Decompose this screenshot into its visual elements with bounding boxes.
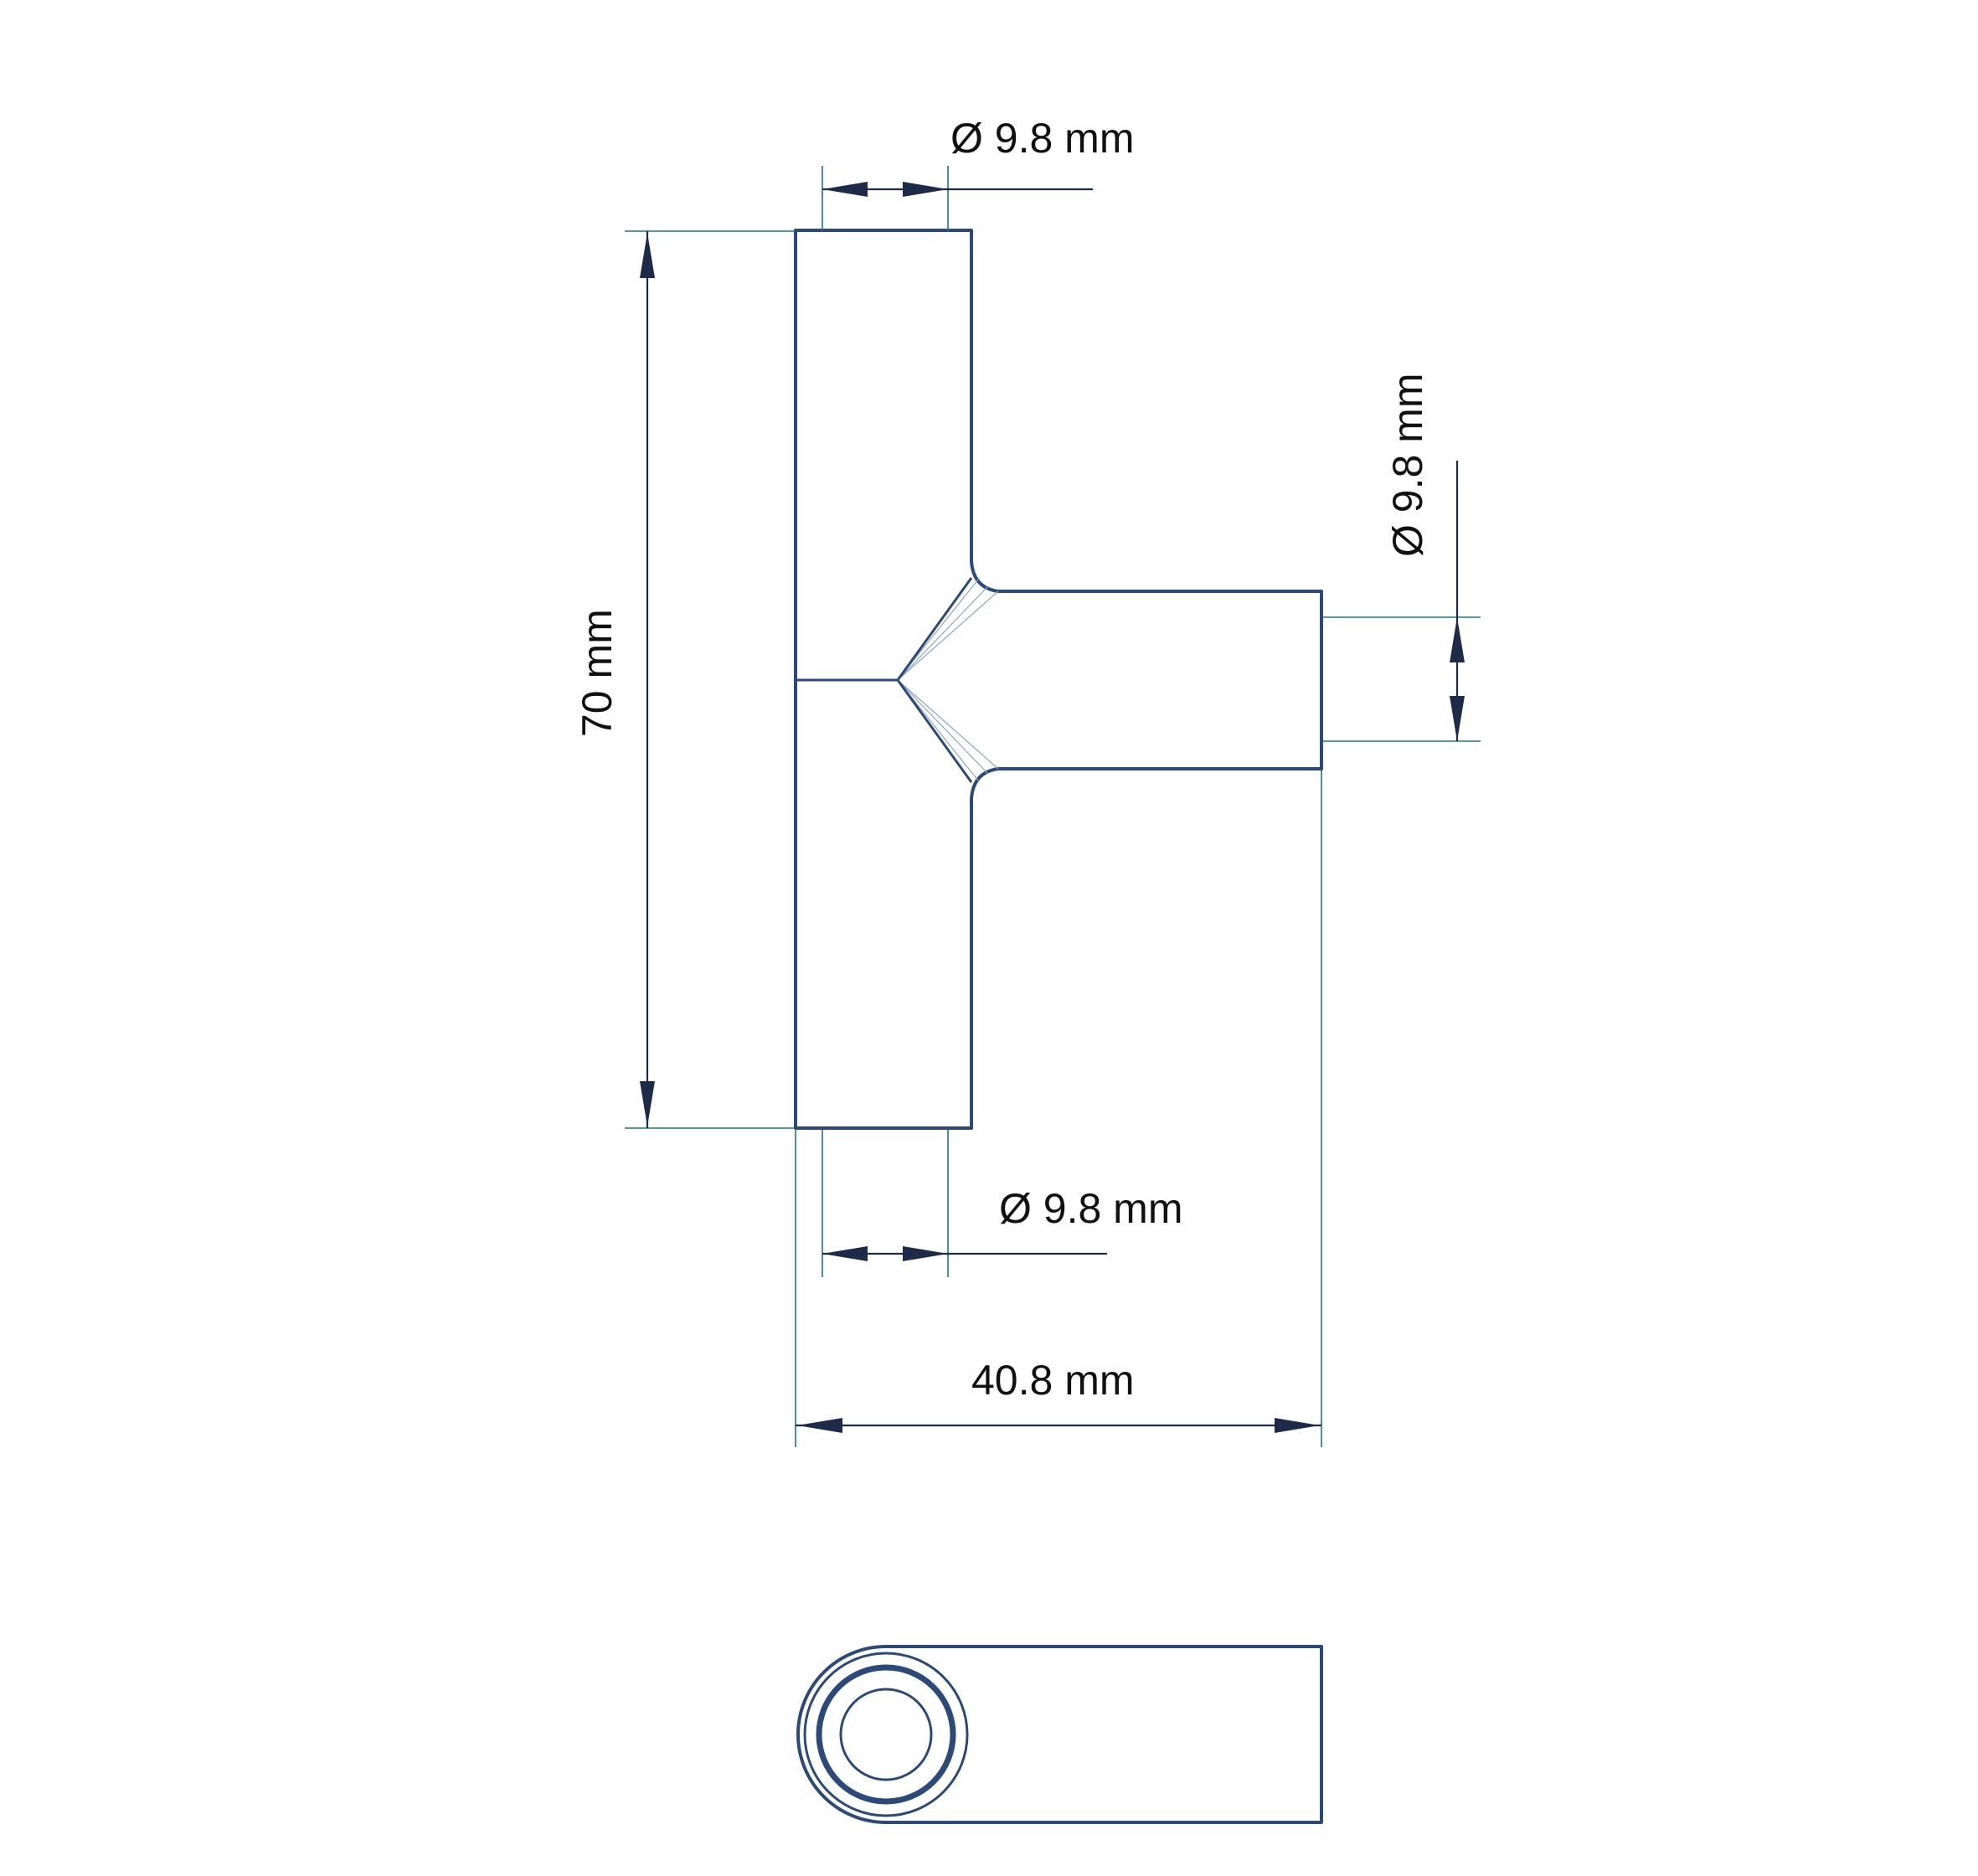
fillet-shading bbox=[896, 577, 999, 783]
bottom-diameter-label: Ø 9.8 mm bbox=[999, 1185, 1182, 1232]
top-diameter-label: Ø 9.8 mm bbox=[950, 115, 1134, 162]
height-label: 70 mm bbox=[574, 609, 621, 737]
bottom-view-outline bbox=[796, 1645, 1323, 1824]
arrow-icon bbox=[1275, 1418, 1320, 1433]
width-label: 40.8 mm bbox=[971, 1357, 1135, 1404]
arrow-icon bbox=[797, 1418, 842, 1433]
arrow-icon bbox=[640, 1081, 655, 1126]
middle-ring bbox=[816, 1664, 956, 1805]
arrow-icon bbox=[1450, 617, 1465, 662]
arrow-icon bbox=[640, 233, 655, 278]
bottom-view bbox=[796, 1645, 1323, 1824]
top-diameter-dimension: Ø 9.8 mm bbox=[822, 115, 1134, 231]
side-diameter-dimension: Ø 9.8 mm bbox=[1323, 374, 1481, 742]
height-dimension: 70 mm bbox=[574, 230, 794, 1129]
width-dimension: 40.8 mm bbox=[795, 770, 1322, 1447]
arrow-icon bbox=[1450, 696, 1465, 741]
arrow-icon bbox=[822, 182, 868, 197]
arrow-icon bbox=[903, 1246, 948, 1261]
bottom-diameter-dimension: Ø 9.8 mm bbox=[822, 1130, 1182, 1277]
outer-ring bbox=[803, 1652, 969, 1817]
front-view bbox=[794, 229, 1323, 1130]
knob-outline bbox=[794, 229, 1323, 1130]
arrow-icon bbox=[903, 182, 948, 197]
inner-hole bbox=[839, 1688, 933, 1781]
side-diameter-label: Ø 9.8 mm bbox=[1384, 374, 1431, 557]
arrow-icon bbox=[822, 1246, 868, 1261]
